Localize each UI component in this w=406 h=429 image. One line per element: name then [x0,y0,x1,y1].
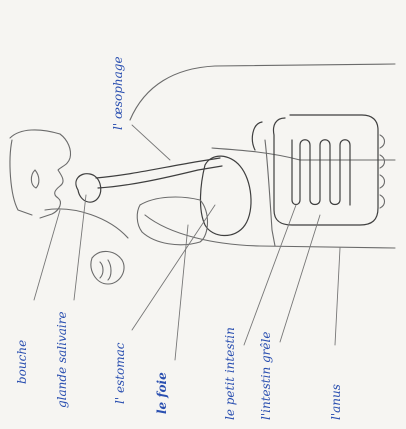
leader-large-intestine [280,215,320,342]
ear-outline [31,170,39,188]
small-intestine-coils [292,140,350,205]
label-anus: l'anus [329,384,343,420]
label-small-intestine: le petit intestin [223,327,237,420]
leader-oesophagus [132,125,170,160]
leader-anus [335,248,340,345]
label-mouth: bouche [15,340,29,384]
leader-stomach [132,205,215,330]
label-liver: le foie [155,372,169,414]
label-oesophagus: l' œsophage [111,56,125,130]
label-large-intestine: l'intestin grêle [259,332,273,420]
hand-shape [91,251,124,284]
head-outline [10,130,71,218]
leader-small-intestine [244,205,296,345]
label-stomach: l' estomac [113,342,127,404]
large-intestine-frame [252,115,378,225]
label-salivary-gland: glande salivaire [55,311,69,408]
leader-mouth [34,210,60,300]
leader-lines [34,125,340,360]
large-intestine-bumps [380,135,385,208]
